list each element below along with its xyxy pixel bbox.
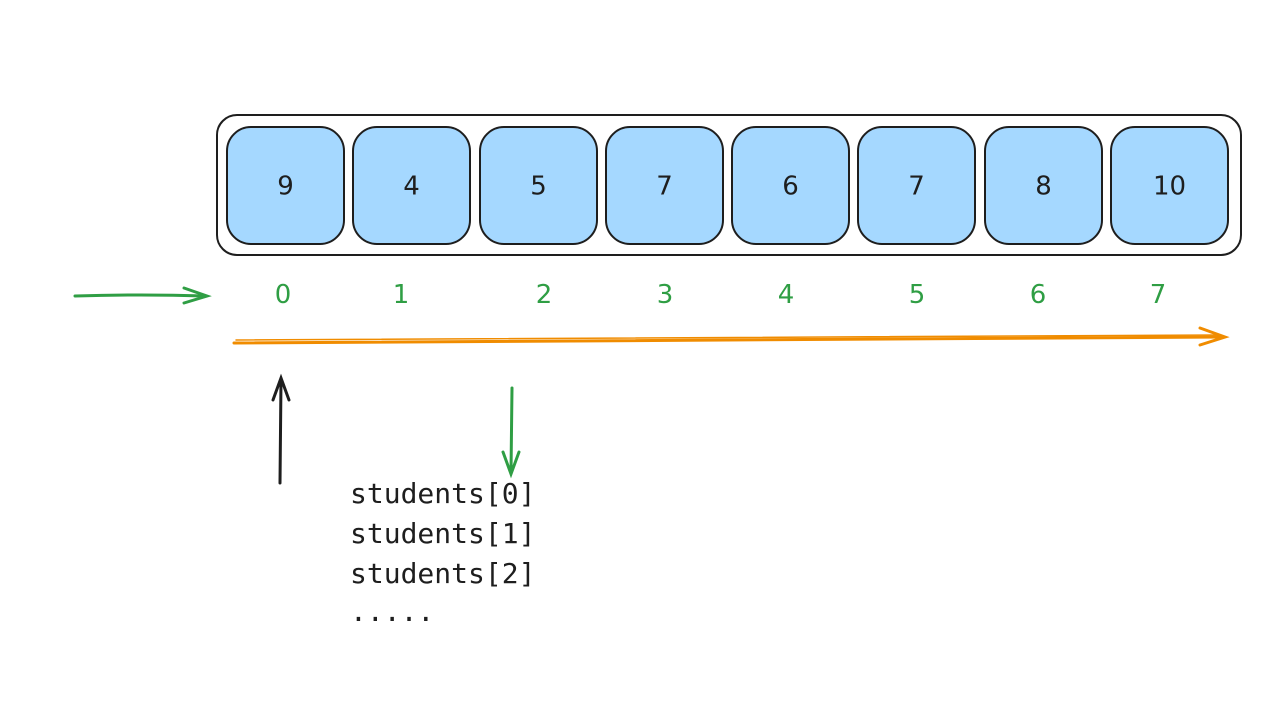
array-cell-value: 4	[403, 172, 420, 202]
array-cell: 6	[731, 126, 850, 245]
array-cell-value: 8	[1035, 172, 1052, 202]
array-cells: 9 4 5 7 6 7 8 10	[226, 126, 1229, 245]
array-cell: 5	[479, 126, 598, 245]
array-cell: 9	[226, 126, 345, 245]
index-label: 4	[778, 280, 795, 310]
index-label: 0	[275, 280, 292, 310]
array-cell-box	[226, 126, 345, 245]
access-line-3: students[2]	[350, 557, 535, 590]
index-label: 5	[909, 280, 926, 310]
array-cell-value: 6	[782, 172, 799, 202]
array-cell: 4	[352, 126, 471, 245]
array-cell-value: 7	[656, 172, 673, 202]
index-label: 6	[1030, 280, 1047, 310]
index-label: 2	[536, 280, 553, 310]
array-cell-value: 5	[530, 172, 547, 202]
access-line-ellipsis: .....	[350, 595, 434, 628]
array-cell-box	[984, 126, 1103, 245]
array-cell-value: 9	[277, 172, 294, 202]
array-cell: 10	[1110, 126, 1229, 245]
access-line-1: students[0]	[350, 477, 535, 510]
orange-traversal-arrow-icon	[232, 326, 1230, 347]
array-cell-box	[731, 126, 850, 245]
index-label: 1	[393, 280, 410, 310]
array-cell-value: 7	[908, 172, 925, 202]
array-cell-box	[605, 126, 724, 245]
array-cell-box	[479, 126, 598, 245]
array-cell-box	[857, 126, 976, 245]
access-line-2: students[1]	[350, 517, 535, 550]
array-cell: 7	[857, 126, 976, 245]
green-pointer-arrow-icon	[73, 286, 212, 305]
index-labels: 0 1 2 3 4 5 6 7	[275, 280, 1167, 310]
index-label: 3	[657, 280, 674, 310]
array-cell: 8	[984, 126, 1103, 245]
array-cell-value: 10	[1153, 172, 1186, 202]
black-up-arrow-icon	[271, 373, 291, 485]
array-cell-box	[352, 126, 471, 245]
index-label: 7	[1150, 280, 1167, 310]
green-down-arrow-icon	[501, 386, 521, 479]
array-cell-box	[1110, 126, 1229, 245]
array-container	[216, 114, 1242, 256]
array-cell: 7	[605, 126, 724, 245]
